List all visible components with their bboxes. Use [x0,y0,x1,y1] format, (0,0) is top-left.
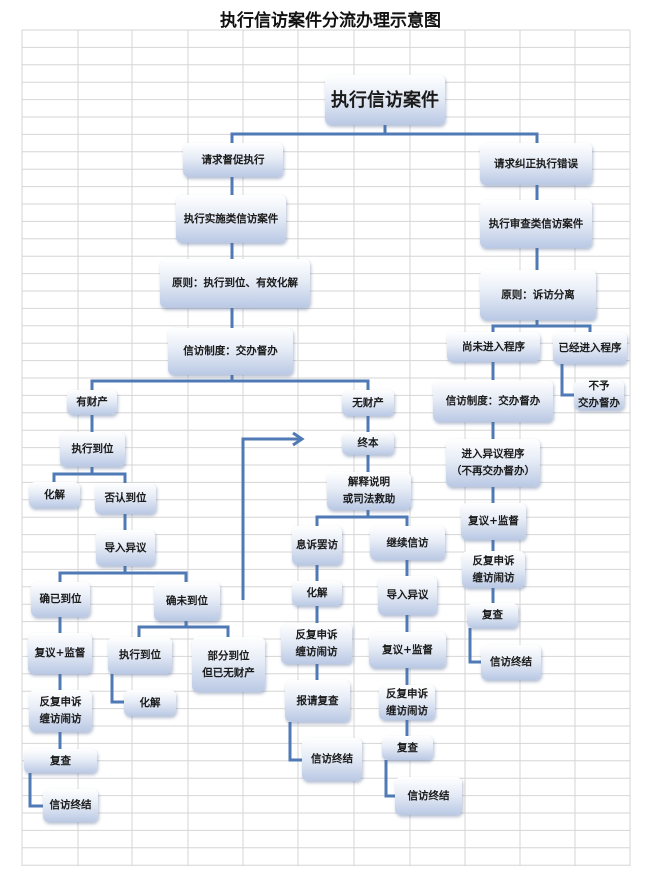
flow-node: 执行到位 [60,432,125,467]
flow-node: 复议+监督 [28,633,92,674]
flow-node: 复查 [24,749,97,773]
connector [315,510,370,526]
flow-node: 执行信访案件 [325,75,445,125]
flow-node: 继续信访 [370,526,445,560]
flow-node: 否认到位 [95,483,156,514]
flow-node: 复议+监督 [461,503,526,540]
connector [491,320,539,332]
flow-node: 反复申诉 缠访闹访 [379,685,435,720]
connector [384,760,395,798]
flow-node: 复议+监督 [369,632,446,668]
flow-node: 确已到位 [31,582,90,617]
flow-node: 尚未进入程序 [447,332,540,362]
connector [28,773,43,808]
flow-node: 执行到位 [108,637,172,674]
flow-node: 确未到位 [154,582,220,621]
connector [137,621,188,637]
connector [537,324,592,332]
flow-node: 信访终结 [302,738,362,781]
flow-node: 导入异议 [378,576,437,615]
flow-node: 复查 [467,603,518,628]
connector [110,674,124,704]
flow-node: 化解 [124,690,176,716]
connector [288,722,302,762]
connector [560,364,574,397]
flow-node: 信访制度：交办督办 [168,328,293,375]
arrow-head-icon [292,431,305,447]
connector [52,467,94,482]
flow-node: 信访制度：交办督办 [433,380,553,422]
flow-node: 有财产 [67,390,117,415]
flow-node: 导入异议 [96,530,155,566]
flow-node: 反复申诉 缠访闹访 [462,551,525,588]
flow-node: 息诉罢访 [292,526,342,565]
connector [92,472,127,483]
flow-node: 化解 [29,482,80,508]
flow-node: 进入异议程序 （不再交办督办） [446,439,540,487]
flow-node: 信访终结 [481,645,541,680]
connector [368,515,409,526]
connector [90,379,370,390]
flow-node: 请求纠正执行错误 [480,143,592,185]
flow-node: 信访终结 [43,789,98,822]
flow-node: 已经进入程序 [553,332,627,364]
flow-node: 无财产 [342,390,394,416]
flow-node: 终本 [342,432,394,455]
flow-node: 不予 交办督办 [574,380,624,410]
connector [241,437,300,600]
flow-node: 反复申诉 缠访闹访 [29,690,92,732]
flow-node: 执行实施类信访案件 [176,195,286,243]
connector [186,625,230,637]
flow-node: 请求督促执行 [183,143,283,177]
flow-node: 解释说明 或司法救助 [327,472,411,510]
flow-node: 报请复查 [285,680,350,722]
connector [468,628,481,664]
flow-node: 执行审查类信访案件 [480,200,592,248]
connector [230,132,539,143]
flow-node: 原则：诉访分离 [480,270,596,320]
flow-node: 信访终结 [395,777,462,815]
flow-node: 部分到位 但已无财产 [192,637,265,692]
flow-node: 化解 [292,581,342,606]
flow-node: 反复申诉 缠访闹访 [281,623,352,664]
connector [58,566,127,582]
connector [125,571,188,582]
diagram-title: 执行信访案件分流办理示意图 [220,11,441,31]
flow-node: 复查 [382,736,433,760]
flow-node: 原则：执行到位、有效化解 [160,259,310,308]
